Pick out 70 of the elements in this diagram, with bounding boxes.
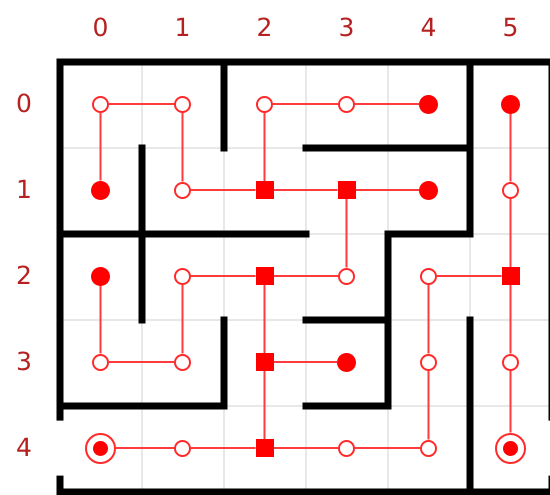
open-circle-marker [420,440,437,456]
open-circle-marker [338,440,355,456]
open-circle-marker [256,96,273,112]
square-marker [256,353,274,371]
open-circle-marker [174,96,191,112]
path-connector [356,189,419,191]
path-connector [116,447,174,449]
open-circle-marker [502,354,519,370]
path-connector [428,370,430,440]
square-marker [256,267,274,285]
row-number: 4 [15,434,33,462]
open-circle-marker [174,182,191,198]
target-marker [85,432,116,464]
target-marker [495,432,526,464]
path-connector [191,189,256,191]
path-connector [273,103,338,105]
path-connector [274,447,338,449]
path-connector [346,199,348,268]
path-connector [100,112,102,180]
path-connector [510,114,512,182]
filled-dot-marker [419,180,438,200]
open-circle-marker [420,268,437,284]
filled-dot-marker [337,352,356,372]
open-circle-marker [338,96,355,112]
row-number: 3 [15,348,33,376]
column-number: 1 [174,14,192,42]
path-connector [510,198,512,267]
row-number: 2 [15,262,33,290]
open-circle-marker [174,354,191,370]
path-connector [191,275,256,277]
path-connector [274,275,338,277]
column-number: 2 [256,14,274,42]
path-connector [355,103,419,105]
path-connector [182,284,184,354]
square-marker [256,439,274,457]
column-number: 5 [502,14,520,42]
filled-dot-marker [91,180,110,200]
path-connector [182,112,184,182]
path-connector [510,285,512,354]
filled-dot-marker [419,94,438,114]
path-connector [264,285,266,353]
path-connector [355,447,420,449]
filled-dot-marker [91,266,110,286]
path-connector [274,361,337,363]
path-connector [428,284,430,354]
column-number: 3 [338,14,356,42]
open-circle-marker [502,182,519,198]
path-connector [437,275,502,277]
path-connector [109,361,174,363]
path-connector [100,286,102,354]
filled-dot-marker [501,94,520,114]
path-connector [191,447,256,449]
square-marker [338,181,356,199]
column-number: 4 [420,14,438,42]
open-circle-marker [174,440,191,456]
open-circle-marker [174,268,191,284]
row-number: 0 [15,90,33,118]
square-marker [502,267,520,285]
path-connector [264,112,266,181]
square-marker [256,181,274,199]
path-connector [264,371,266,439]
path-connector [109,103,174,105]
path-connector [510,370,512,432]
path-connector [274,189,338,191]
open-circle-marker [420,354,437,370]
open-circle-marker [92,96,109,112]
row-number: 1 [15,176,33,204]
open-circle-marker [92,354,109,370]
open-circle-marker [338,268,355,284]
column-number: 0 [92,14,110,42]
